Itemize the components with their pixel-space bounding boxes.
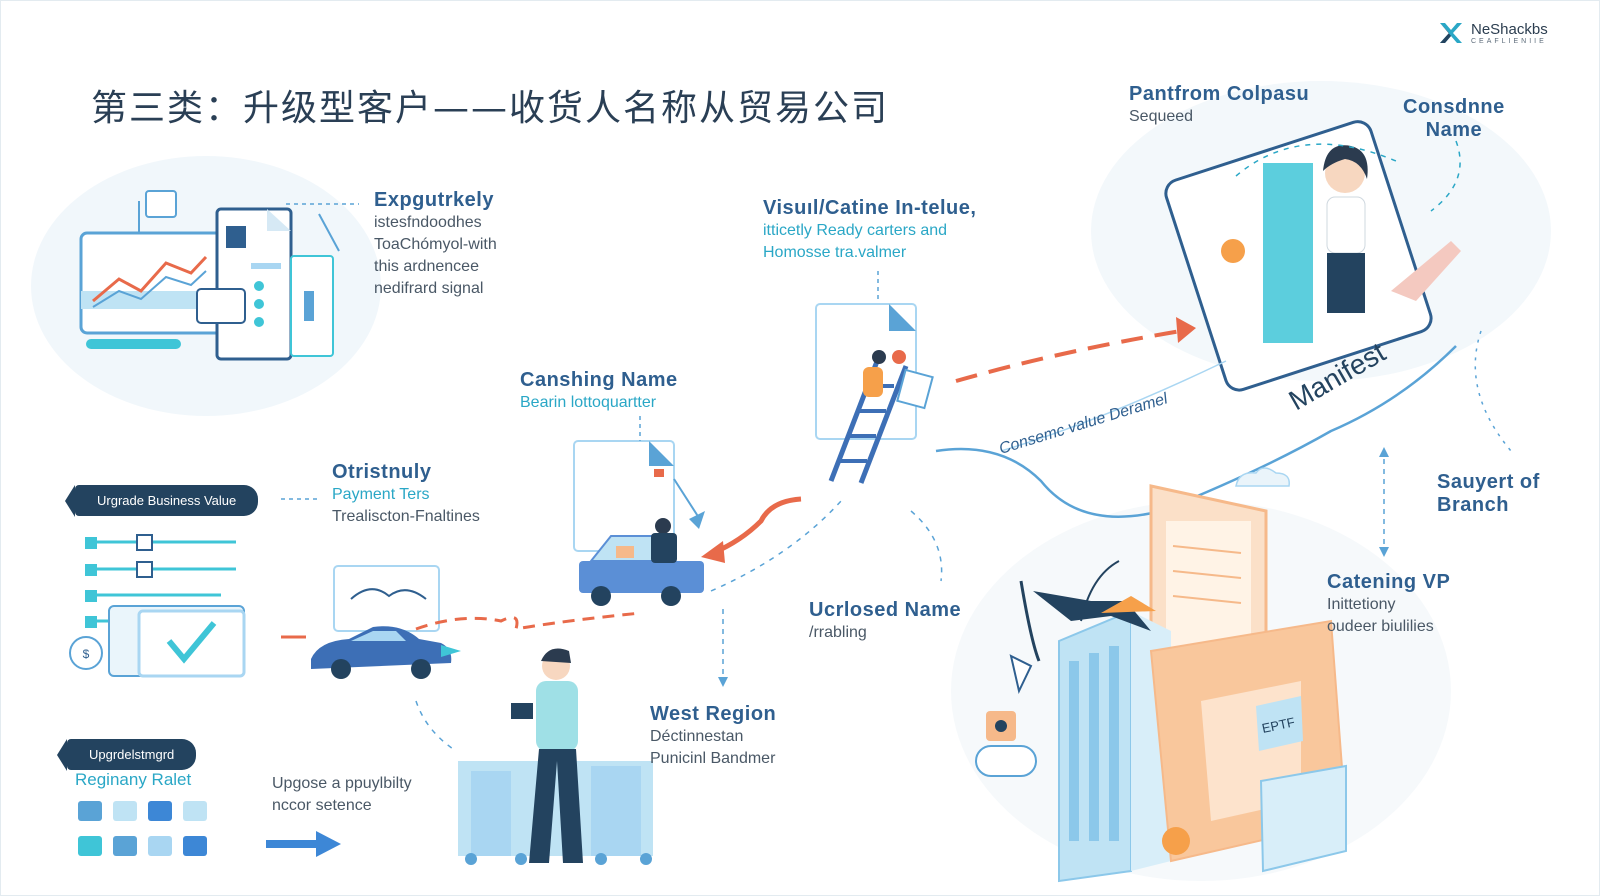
node-line: Trealiscton-Fnaltines xyxy=(332,508,480,525)
swatch-grid xyxy=(78,801,207,856)
upgrade-business-value-pill: Urgrade Business Value xyxy=(64,485,259,517)
checklist-icon: $ xyxy=(69,534,246,678)
ladder-document-icon xyxy=(815,303,934,484)
node-line: Payment Ters xyxy=(332,486,430,503)
node-expgutrkely: Expgutrkely istesfndoodhes ToaChómyol-wi… xyxy=(374,189,497,300)
node-ucrlosed: Ucrlosed Name /rrabling xyxy=(809,599,961,644)
node-heading: Consdnne xyxy=(1403,96,1505,118)
node-line: istesfndoodhes xyxy=(374,214,482,231)
node-heading: Expgutrkely xyxy=(374,189,494,211)
node-heading: Pantfrom Colpasu xyxy=(1129,83,1310,105)
node-heading: Visuıl/Catine In-telue, xyxy=(763,197,977,219)
handshake-icon xyxy=(333,565,440,632)
node-line: Sequeed xyxy=(1129,108,1194,125)
node-line: this ardnencee xyxy=(374,258,479,275)
upgrade-pill: Upgrdelstmgrd xyxy=(56,739,197,771)
node-line: /rrabling xyxy=(809,624,867,641)
node-heading: Ucrlosed Name xyxy=(809,599,962,621)
node-line: Déctinnestan xyxy=(650,728,744,745)
node-line: Bearin lottoquartter xyxy=(520,394,657,411)
isometric-buildings-icon: EPTF xyxy=(975,484,1348,883)
city-person-icon xyxy=(458,648,653,865)
node-heading: Name xyxy=(1425,119,1483,141)
node-heading: Catening VP xyxy=(1327,571,1451,593)
logo-subtitle: CEAFLIENIIE xyxy=(1471,38,1547,45)
consignee-card-icon xyxy=(1164,120,1461,392)
node-pantfrom: Pantfrom Colpasu Sequeed xyxy=(1129,83,1309,128)
node-line: nccor setence xyxy=(272,797,372,814)
node-heading: Otristnuly xyxy=(332,461,432,483)
node-line: nedifrard signal xyxy=(374,280,484,297)
node-visual: Visuıl/Catine In-telue, itticetly Ready … xyxy=(763,197,976,264)
cloud-icon xyxy=(1235,467,1290,487)
node-heading: Canshing Name xyxy=(520,369,678,391)
dashboard-monitor-icon xyxy=(79,190,340,361)
svg-text:$: $ xyxy=(83,647,90,661)
node-consonne: Consdnne Name xyxy=(1403,96,1505,142)
node-catening: Catening VP Inittetiony oudeer biulilies xyxy=(1327,571,1450,638)
node-otristnuly: Otristnuly Payment Ters Trealiscton-Fnal… xyxy=(332,461,480,528)
node-heading: West Region xyxy=(650,703,777,725)
node-line: ToaChómyol-with xyxy=(374,236,497,253)
car-icon xyxy=(311,626,461,679)
node-canshing: Canshing Name Bearin lottoquartter xyxy=(520,369,678,414)
reginany-label: Reginany Ralet xyxy=(75,770,192,789)
node-line: oudeer biulilies xyxy=(1327,618,1434,635)
building-sign: EPTF xyxy=(1261,714,1297,736)
x-logo-icon xyxy=(1440,23,1462,43)
node-line: itticetly Ready carters and xyxy=(763,222,948,239)
node-line: Upgose a ppuylbilty xyxy=(272,775,412,792)
node-west-region: West Region Déctinnestan Punicinl Bandme… xyxy=(650,703,776,770)
logo-name: NeShackbs xyxy=(1471,21,1548,38)
node-heading: Sauyert of xyxy=(1437,471,1540,493)
document-icon xyxy=(573,440,705,552)
node-upgose: Upgose a ppuylbilty nccor setence xyxy=(272,773,412,817)
brand-logo: NeShackbs CEAFLIENIIE xyxy=(1437,19,1548,47)
node-heading: Branch xyxy=(1437,494,1509,516)
node-sauyert: Sauyert of Branch xyxy=(1437,471,1540,517)
flow-text: Consemc value Deramel xyxy=(997,390,1170,458)
arrow-right-icon xyxy=(266,831,341,857)
node-line: Punicinl Bandmer xyxy=(650,750,776,767)
node-line: Homosse tra.valmer xyxy=(763,244,907,261)
node-line: Inittetiony xyxy=(1327,596,1396,613)
page-title: 第三类：升级型客户——收货人名称从贸易公司 xyxy=(91,88,890,129)
truck-icon xyxy=(579,518,704,606)
